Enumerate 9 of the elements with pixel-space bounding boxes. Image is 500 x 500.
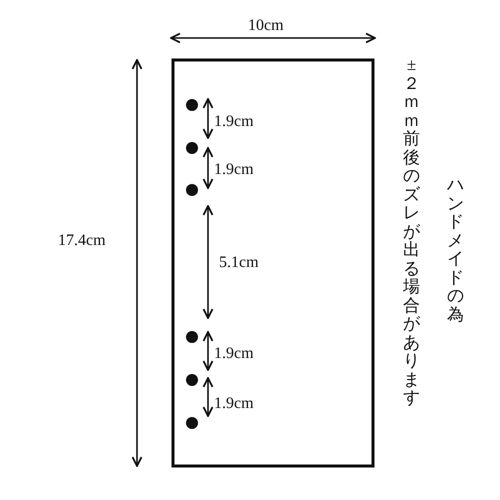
dimension-label: 10cm xyxy=(248,18,284,34)
note-text: ハンドメイドの為 xyxy=(446,176,465,324)
dimension-label: 1.9cm xyxy=(214,162,254,178)
dimension-label: 1.9cm xyxy=(214,114,254,130)
dimension-label: 1.9cm xyxy=(214,346,254,362)
dimension-label: 17.4cm xyxy=(58,233,106,249)
dimension-label: 5.1cm xyxy=(219,255,259,271)
dimension-label: 1.9cm xyxy=(214,396,254,412)
note-text: ±２ｍｍ前後のズレが出る場合があります xyxy=(402,56,421,408)
